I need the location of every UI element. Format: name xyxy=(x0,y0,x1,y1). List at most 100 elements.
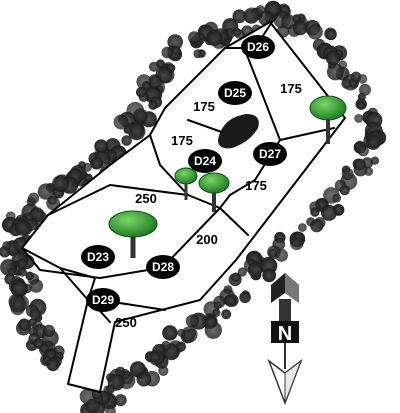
shrub-blob xyxy=(47,195,57,205)
shrub-blob xyxy=(149,351,161,363)
shrub-blob xyxy=(325,28,337,41)
shrub-blob xyxy=(354,114,364,123)
shrub-blob xyxy=(341,78,352,89)
shrub-blob xyxy=(206,29,223,46)
shrub-blob xyxy=(366,135,381,151)
shrub-blob xyxy=(9,295,27,313)
area-label-a1: 175 xyxy=(280,81,302,96)
shrub-blob xyxy=(161,340,171,350)
marker-label: D29 xyxy=(92,293,114,307)
shrub-blob xyxy=(29,308,42,320)
shrub-blob xyxy=(123,125,132,134)
shrub-blob xyxy=(213,301,222,310)
shrub-blob xyxy=(321,204,337,221)
shrub-blob xyxy=(247,262,263,278)
shrub-blob xyxy=(18,318,31,331)
shrub-blob xyxy=(136,86,147,98)
shrub-blob xyxy=(181,326,198,343)
shrub-blob xyxy=(17,258,28,270)
boundary-line xyxy=(219,139,281,236)
boundary-line xyxy=(279,127,335,141)
shrub-blob xyxy=(148,61,159,72)
marker-label: D26 xyxy=(247,40,269,54)
shrub-blob xyxy=(171,46,180,55)
area-label-a4: 175 xyxy=(245,178,267,193)
shrub-blob xyxy=(275,248,288,262)
shrub-blob xyxy=(162,325,178,341)
shrub-blob xyxy=(237,267,247,277)
shrub-blob xyxy=(262,268,277,283)
marker-label: D28 xyxy=(152,260,174,274)
shrub-blob xyxy=(298,223,307,232)
shrub-blob xyxy=(307,24,323,40)
outer-boundary xyxy=(21,21,346,393)
shrub-blob xyxy=(105,405,116,413)
tree-icon xyxy=(309,95,347,144)
tree-icon xyxy=(108,210,158,258)
shrub-blob xyxy=(29,279,44,293)
marker-d23[interactable]: D23 xyxy=(81,245,115,269)
shrub-blob xyxy=(310,219,324,233)
area-label-a6: 200 xyxy=(196,232,218,247)
shrub-blob xyxy=(231,272,241,282)
shrub-blob xyxy=(232,9,247,24)
boundary-line xyxy=(47,184,189,216)
shrub-blob xyxy=(17,267,27,277)
area-labels: 175 175 175 175 250 200 250 xyxy=(115,81,302,330)
shrub-blob xyxy=(205,315,218,328)
boundary-line xyxy=(244,49,281,141)
shrub-blob xyxy=(85,398,100,413)
shrub-blob xyxy=(142,81,151,90)
shrub-blob xyxy=(2,241,12,251)
shrub-blob xyxy=(177,328,186,337)
marker-d27[interactable]: D27 xyxy=(253,142,287,166)
shrub-blob xyxy=(290,236,304,251)
shrub-blob xyxy=(27,192,40,204)
shrub-blob xyxy=(357,145,369,157)
shrub-blob xyxy=(341,168,354,181)
shrub-blob xyxy=(25,271,34,281)
shrub-blob xyxy=(106,384,115,394)
shrub-blob xyxy=(113,114,129,130)
shrub-blob xyxy=(310,207,320,217)
shrub-blob xyxy=(357,74,368,84)
shrub-blob xyxy=(268,248,277,258)
trees xyxy=(108,95,347,258)
area-label-a7: 250 xyxy=(115,315,137,330)
shrub-blob xyxy=(243,7,260,24)
shrub-blob xyxy=(90,156,104,170)
shrub-blob xyxy=(167,34,183,50)
marker-label: D25 xyxy=(224,86,246,100)
shrub-blob xyxy=(357,101,366,110)
marker-label: D24 xyxy=(194,154,216,168)
shrub-blob xyxy=(188,31,201,45)
shrub-blob xyxy=(10,279,28,298)
shrub-blob xyxy=(332,193,342,203)
shrub-blob xyxy=(37,183,55,200)
shrub-blob xyxy=(158,365,169,376)
shrub-blob xyxy=(114,394,127,407)
pond-feature xyxy=(218,114,259,149)
area-label-a3: 175 xyxy=(171,133,193,148)
shrub-blob xyxy=(193,49,203,59)
marker-d28[interactable]: D28 xyxy=(146,255,180,279)
shrub-blob xyxy=(338,60,348,70)
marker-d25[interactable]: D25 xyxy=(218,81,252,105)
boundary-line xyxy=(149,134,189,196)
shrub-blob xyxy=(148,100,158,110)
area-label-a5: 250 xyxy=(135,191,157,206)
shrub-border xyxy=(0,0,387,413)
marker-d26[interactable]: D26 xyxy=(241,35,275,59)
shrub-blob xyxy=(292,20,308,36)
shrub-blob xyxy=(161,46,174,59)
boundary-line xyxy=(164,207,221,266)
marker-d29[interactable]: D29 xyxy=(86,288,120,312)
marker-d24[interactable]: D24 xyxy=(188,149,222,173)
shrub-blob xyxy=(94,139,109,154)
marker-label: D27 xyxy=(259,147,281,161)
north-letter: N xyxy=(278,323,292,345)
shrub-blob xyxy=(52,175,69,193)
shrub-blob xyxy=(14,220,31,236)
shrub-blob xyxy=(42,324,56,337)
